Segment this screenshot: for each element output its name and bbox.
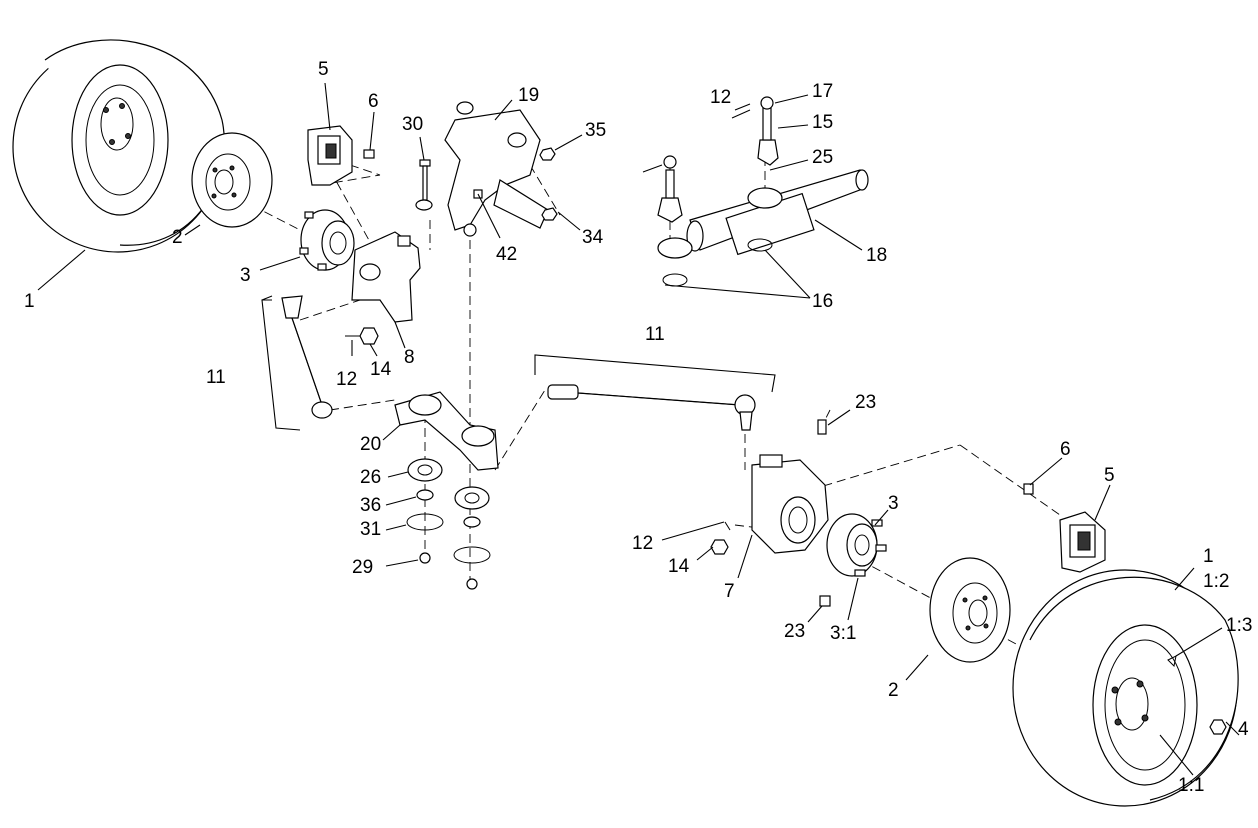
left-rim [71,64,169,216]
lug-nut [1209,719,1227,735]
steering-arm-bracket [444,101,549,237]
right-wheel [1012,569,1239,807]
right-brake-caliper [1023,483,1106,573]
callout-25-seal: 25 [812,147,834,168]
callout-4-lug-nut: 4 [1238,719,1249,740]
nut-35 [539,147,556,161]
center-steering-arm [394,391,499,471]
left-wheel [12,39,226,253]
callout-1-2-tire: 1:2 [1203,571,1230,592]
valve-stem [1167,655,1177,668]
left-hub-hole [100,97,134,151]
callout-20-steering-arm: 20 [360,434,382,455]
right-cotter-pin [724,521,731,531]
callout-8-left-spindle: 8 [404,347,415,368]
callout-12-left-cotter-pin: 12 [336,369,358,390]
callout-5-right-caliper: 5 [1104,465,1115,486]
callout-36-spacer: 36 [360,495,382,516]
callout-6-right-bolt: 6 [1060,439,1071,460]
callout-15-ball-joint: 15 [812,112,834,133]
callout-34-nut: 34 [582,227,604,248]
left-spindle [351,231,421,323]
leader-lines [37,82,1240,776]
callout-16-retaining-ring: 16 [812,291,834,312]
callout-1-1-rim: 1:1 [1178,775,1205,796]
callout-29-nut: 29 [352,557,374,578]
callout-3-left-hub: 3 [240,265,251,286]
left-brake-rotor [191,132,273,228]
ball-joints [642,96,779,223]
callout-2-right-rotor: 2 [888,680,899,701]
nut-34 [541,207,558,221]
right-brake-rotor [929,557,1011,663]
right-bearing-stack [453,486,491,590]
callout-6-left-bolt: 6 [368,91,379,112]
callout-1-left-wheel: 1 [24,291,35,312]
callout-11-left-tie-rod: 11 [206,367,226,388]
bolts-23 [817,419,831,607]
callout-11-right-tie-rod: 11 [645,324,665,345]
left-brake-caliper [307,125,375,186]
left-bearing-stack [406,458,444,564]
callout-3-right-hub: 3 [888,493,899,514]
callout-17-grease-fitting: 17 [812,81,834,102]
callout-30-bolt: 30 [402,114,424,135]
right-tie-rod [534,354,776,431]
callout-1-3-valve-stem: 1:3 [1226,615,1253,636]
callout-23-bolt-lower: 23 [784,621,806,642]
right-wheel-hub [826,513,887,577]
callout-31-snap-ring: 31 [360,519,382,540]
callout-1-right-wheel: 1 [1203,546,1214,567]
right-castle-nut [710,539,729,555]
callout-12-cylinder-pin: 12 [710,87,732,108]
left-bleeder-bolt [363,149,375,159]
callout-5-left-caliper: 5 [318,59,329,80]
callout-35-nut: 35 [585,120,607,141]
callout-12-right-cotter-pin: 12 [632,533,654,554]
callout-26-bearing: 26 [360,467,382,488]
left-tie-rod [261,295,379,431]
steering-cylinder [657,169,869,287]
callout-7-right-spindle: 7 [724,581,735,602]
callout-14-left-castle-nut: 14 [370,359,392,380]
right-spindle [710,454,829,555]
left-castle-nut [359,327,379,345]
callout-18-steering-cylinder: 18 [866,245,888,266]
callout-19-bracket: 19 [518,85,540,106]
callout-23-bolt-upper: 23 [855,392,877,413]
callout-3-1-wheel-stud: 3:1 [830,623,857,644]
callout-2-left-rotor: 2 [172,227,183,248]
callout-42-fitting: 42 [496,244,518,265]
callout-14-right-castle-nut: 14 [668,556,690,577]
left-wheel-hub [299,209,355,271]
